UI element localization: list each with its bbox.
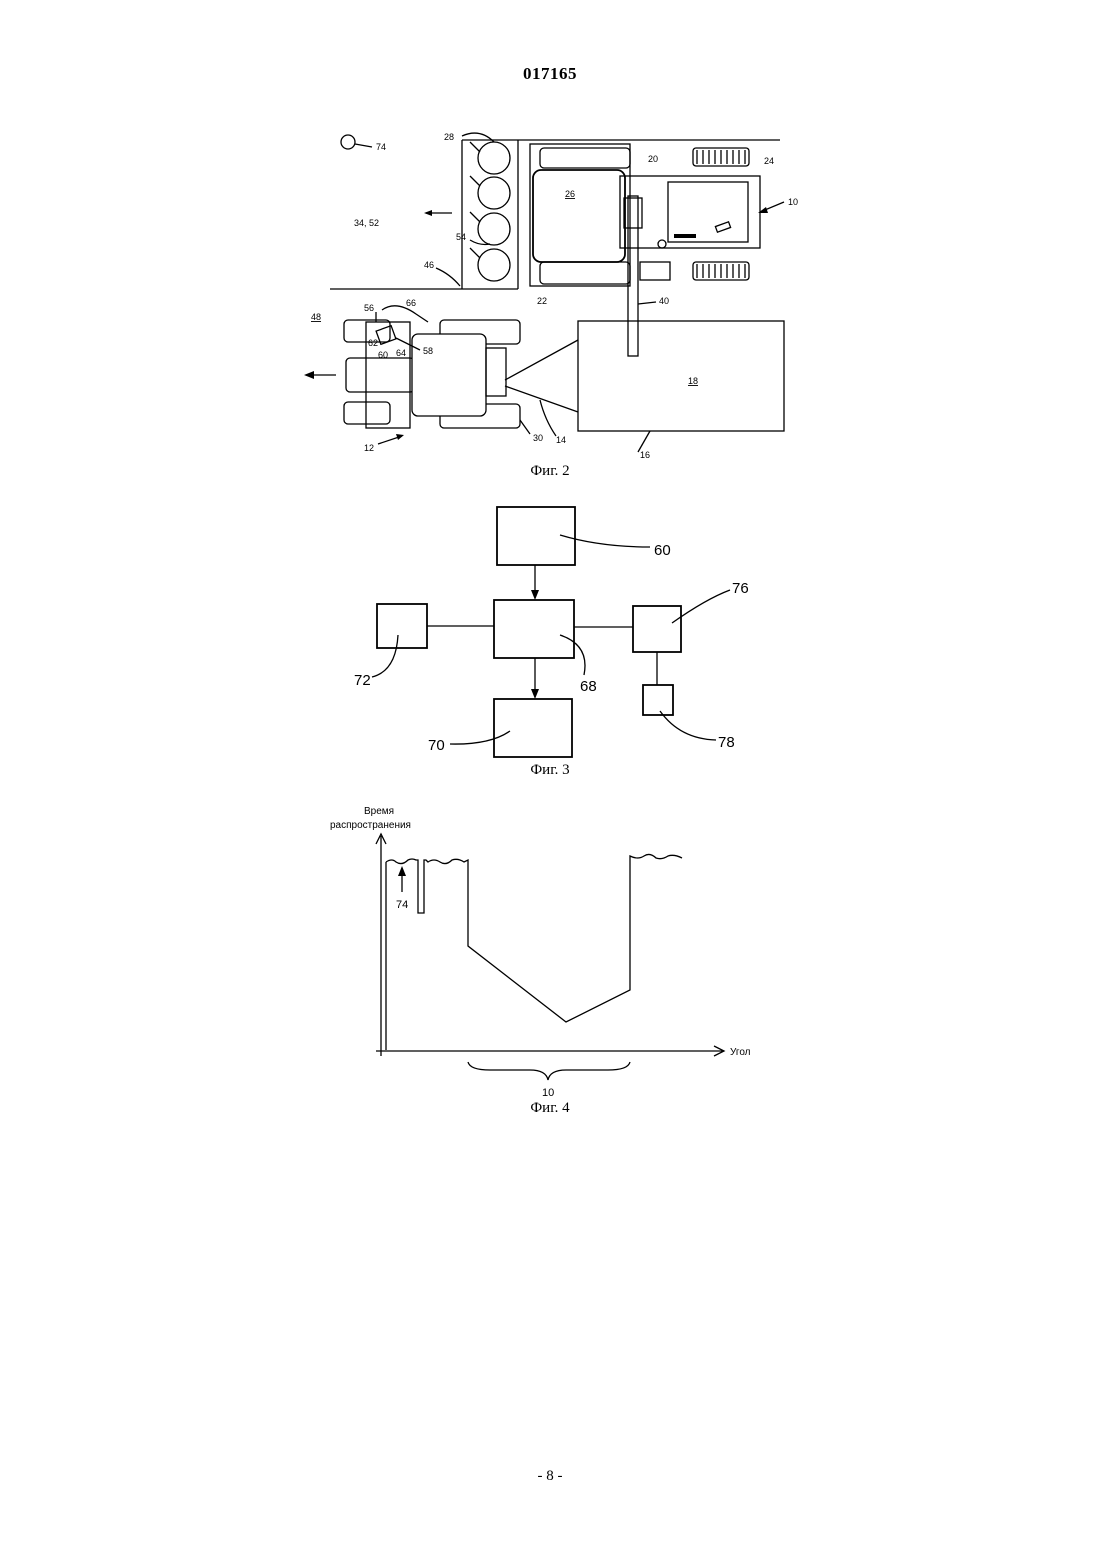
figure-2-drawing: 74 28 54 46 34, 52 26 20 22 24 10 40 18 (0, 0, 1100, 470)
angle-range-brace-10 (468, 1062, 630, 1080)
figure-4-caption: Фиг. 4 (450, 1100, 650, 1117)
label-58: 58 (423, 346, 433, 356)
object-74-circle (341, 135, 355, 149)
figure-3-block-diagram: 60 68 72 76 78 70 (0, 495, 1100, 765)
label-10: 10 (788, 197, 798, 207)
block-76 (633, 606, 681, 652)
front-wheel-bottom (540, 262, 630, 284)
label-28: 28 (444, 132, 454, 142)
label-48: 48 (311, 312, 321, 322)
drawbar-14 (505, 340, 578, 412)
x-axis-label: Угол (730, 1047, 751, 1058)
label-20: 20 (648, 154, 658, 164)
label-78: 78 (718, 734, 735, 751)
label-64: 64 (396, 348, 406, 358)
label-54: 54 (456, 232, 466, 242)
figure-3-caption: Фиг. 3 (450, 762, 650, 779)
y-axis-label-line-1: Время (364, 806, 394, 817)
label-60: 60 (378, 350, 388, 360)
label-18: 18 (688, 376, 698, 386)
label-60: 60 (654, 542, 671, 559)
label-12: 12 (364, 443, 374, 453)
label-14: 14 (556, 435, 566, 445)
page-number: - 8 - (0, 1468, 1100, 1485)
label-34-52: 34, 52 (354, 218, 379, 228)
label-56: 56 (364, 303, 374, 313)
block-70 (494, 699, 572, 757)
label-70: 70 (428, 737, 445, 754)
label-74: 74 (396, 899, 408, 911)
label-46: 46 (424, 260, 434, 270)
block-72 (377, 604, 427, 648)
label-68: 68 (580, 678, 597, 695)
front-wheel-top (540, 148, 630, 168)
label-22: 22 (537, 296, 547, 306)
label-66: 66 (406, 298, 416, 308)
label-16: 16 (640, 450, 650, 460)
label-72: 72 (354, 672, 371, 689)
grain-tank-26 (533, 170, 625, 262)
combine-body (530, 144, 630, 286)
figure-4-plot: Время распространения Угол 74 10 (0, 800, 1100, 1110)
label-24: 24 (764, 156, 774, 166)
label-76: 76 (732, 580, 749, 597)
tractor-12 (344, 320, 520, 428)
label-74: 74 (376, 142, 386, 152)
block-68 (494, 600, 574, 658)
label-26: 26 (565, 189, 575, 199)
trailer-18 (578, 321, 784, 431)
crop-row-units (470, 142, 510, 281)
label-62: 62 (368, 338, 378, 348)
label-10: 10 (542, 1087, 554, 1099)
y-axis-label-line-2: распространения (330, 820, 411, 831)
label-30: 30 (533, 433, 543, 443)
block-78 (643, 685, 673, 715)
figure-2-caption: Фиг. 2 (450, 463, 650, 480)
label-40: 40 (659, 296, 669, 306)
propagation-time-trace (386, 854, 682, 1022)
